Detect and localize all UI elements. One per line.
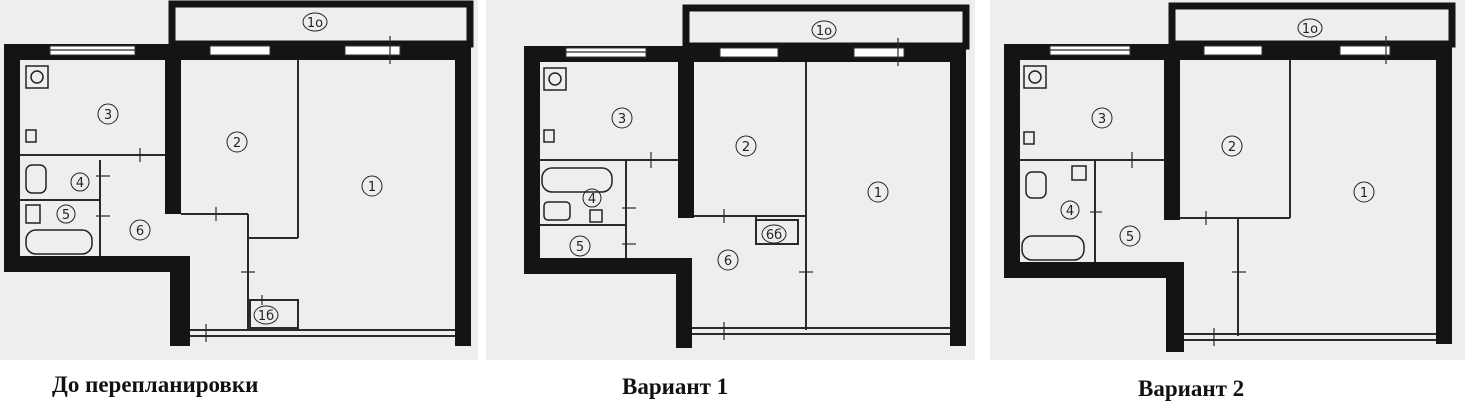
room-label-3: 3 <box>611 107 633 129</box>
room-label-1: 1 <box>1353 181 1375 203</box>
floorplan-variant-1: 1o 1 2 3 4 5 6 6б <box>524 4 970 348</box>
plan-variant-1: 1o 1 2 3 4 5 6 6б <box>486 0 975 360</box>
room-label-balcony: 1o <box>302 12 328 32</box>
plan-before: 1o 1 2 3 4 5 6 1б <box>0 0 478 360</box>
caption-before: До перепланировки <box>52 372 259 397</box>
room-label-5: 5 <box>56 204 76 224</box>
svg-text:6: 6 <box>136 224 144 239</box>
floorplan-variant-2: 1o 1 2 3 4 5 <box>1004 2 1456 352</box>
svg-text:5: 5 <box>62 208 70 223</box>
svg-text:4: 4 <box>1066 204 1074 219</box>
room-label-1b: 1б <box>253 305 279 325</box>
room-label-2: 2 <box>1221 135 1243 157</box>
room-label-6b: 6б <box>761 224 787 244</box>
svg-text:2: 2 <box>1228 140 1236 155</box>
svg-text:3: 3 <box>1098 112 1106 127</box>
svg-text:2: 2 <box>742 140 750 155</box>
room-label-balcony: 1o <box>811 20 837 40</box>
room-label-6: 6 <box>717 249 739 271</box>
room-label-2: 2 <box>735 135 757 157</box>
svg-text:1б: 1б <box>258 309 274 324</box>
svg-text:3: 3 <box>618 112 626 127</box>
svg-text:4: 4 <box>76 176 84 191</box>
room-label-4: 4 <box>70 172 90 192</box>
room-label-3: 3 <box>97 103 119 125</box>
svg-text:5: 5 <box>1126 230 1134 245</box>
svg-text:2: 2 <box>233 136 241 151</box>
svg-text:6: 6 <box>724 254 732 269</box>
caption-variant-2: Вариант 2 <box>1138 376 1245 401</box>
svg-text:3: 3 <box>104 108 112 123</box>
room-label-2: 2 <box>226 131 248 153</box>
room-label-1: 1 <box>361 175 383 197</box>
room-label-4: 4 <box>1060 200 1080 220</box>
svg-text:6б: 6б <box>766 228 782 243</box>
svg-text:1o: 1o <box>307 16 323 31</box>
room-label-6: 6 <box>129 219 151 241</box>
room-label-5: 5 <box>1119 225 1141 247</box>
caption-variant-1: Вариант 1 <box>622 374 729 399</box>
room-label-3: 3 <box>1091 107 1113 129</box>
svg-text:1: 1 <box>368 180 376 195</box>
svg-text:1o: 1o <box>816 24 832 39</box>
room-label-balcony: 1o <box>1297 18 1323 38</box>
room-label-5: 5 <box>569 235 591 257</box>
room-label-4: 4 <box>582 188 602 208</box>
plan-variant-2: 1o 1 2 3 4 5 <box>990 0 1465 360</box>
svg-text:1o: 1o <box>1302 22 1318 37</box>
svg-text:4: 4 <box>588 192 596 207</box>
svg-text:1: 1 <box>874 186 882 201</box>
svg-text:5: 5 <box>576 240 584 255</box>
room-label-1: 1 <box>867 181 889 203</box>
floorplan-before: 1o 1 2 3 4 5 6 1б <box>4 0 474 346</box>
svg-text:1: 1 <box>1360 186 1368 201</box>
